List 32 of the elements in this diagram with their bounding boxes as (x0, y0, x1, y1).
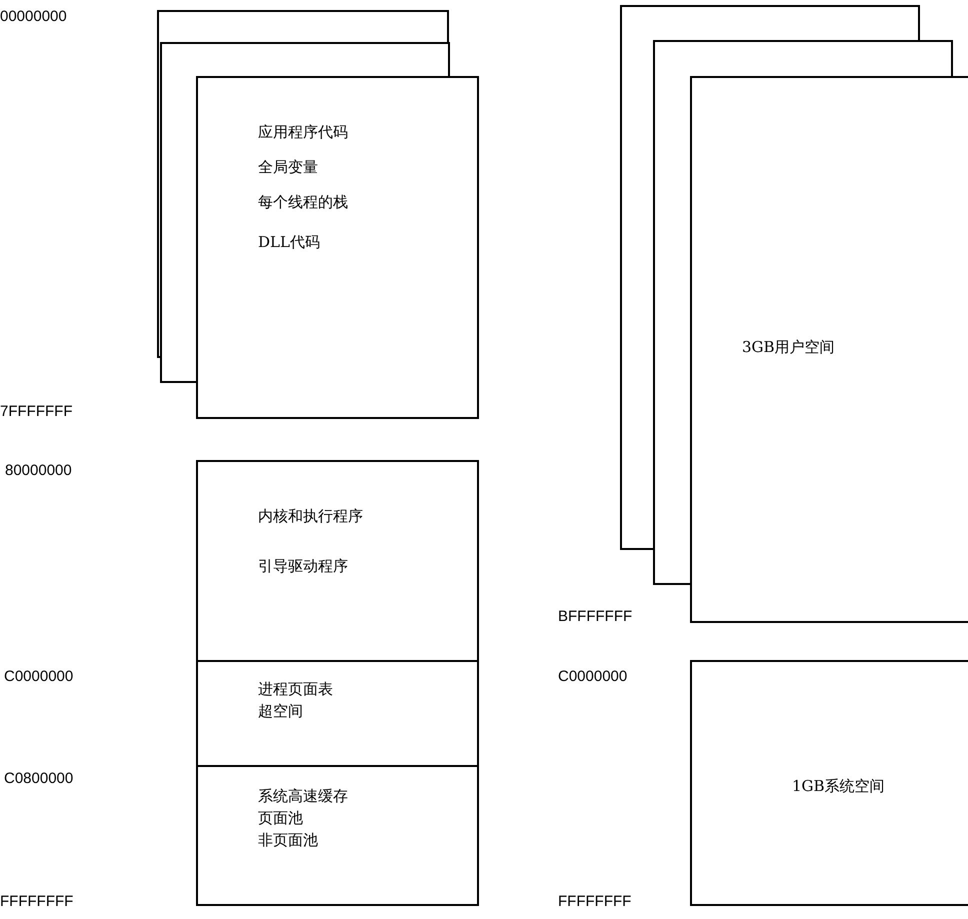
region-text: DLL代码 (258, 233, 320, 252)
region-text: 非页面池 (258, 831, 318, 850)
address-label: 7FFFFFFF (0, 403, 72, 420)
address-label: 80000000 (5, 462, 72, 479)
region-text: 内核和执行程序 (258, 507, 363, 526)
memory-region-box (196, 460, 479, 662)
address-label: FFFFFFFF (558, 893, 632, 910)
memory-region-box (196, 76, 479, 419)
page-outline (653, 40, 953, 585)
region-text: 应用程序代码 (258, 123, 348, 142)
page-outline (160, 42, 450, 383)
address-label: C0000000 (4, 668, 74, 685)
page-outline (620, 5, 920, 550)
region-text: 页面池 (258, 809, 303, 828)
region-text: 每个线程的栈 (258, 193, 348, 212)
region-text: 进程页面表 (258, 680, 333, 699)
memory-region-box (196, 660, 479, 767)
address-label: C0800000 (4, 770, 74, 787)
address-label: 00000000 (0, 8, 67, 25)
region-text: 系统高速缓存 (258, 787, 348, 806)
page-outline (157, 10, 449, 358)
region-text: 超空间 (258, 702, 303, 721)
memory-region-box (690, 76, 968, 623)
memory-region-box (690, 660, 968, 906)
region-text: 全局变量 (258, 158, 318, 177)
address-label: BFFFFFFF (558, 608, 632, 625)
memory-region-box (196, 765, 479, 906)
address-label: C0000000 (558, 668, 628, 685)
region-text: 引导驱动程序 (258, 557, 348, 576)
region-text: 1GB系统空间 (792, 777, 885, 796)
region-text: 3GB用户空间 (742, 338, 835, 357)
address-label: FFFFFFFF (0, 893, 74, 910)
